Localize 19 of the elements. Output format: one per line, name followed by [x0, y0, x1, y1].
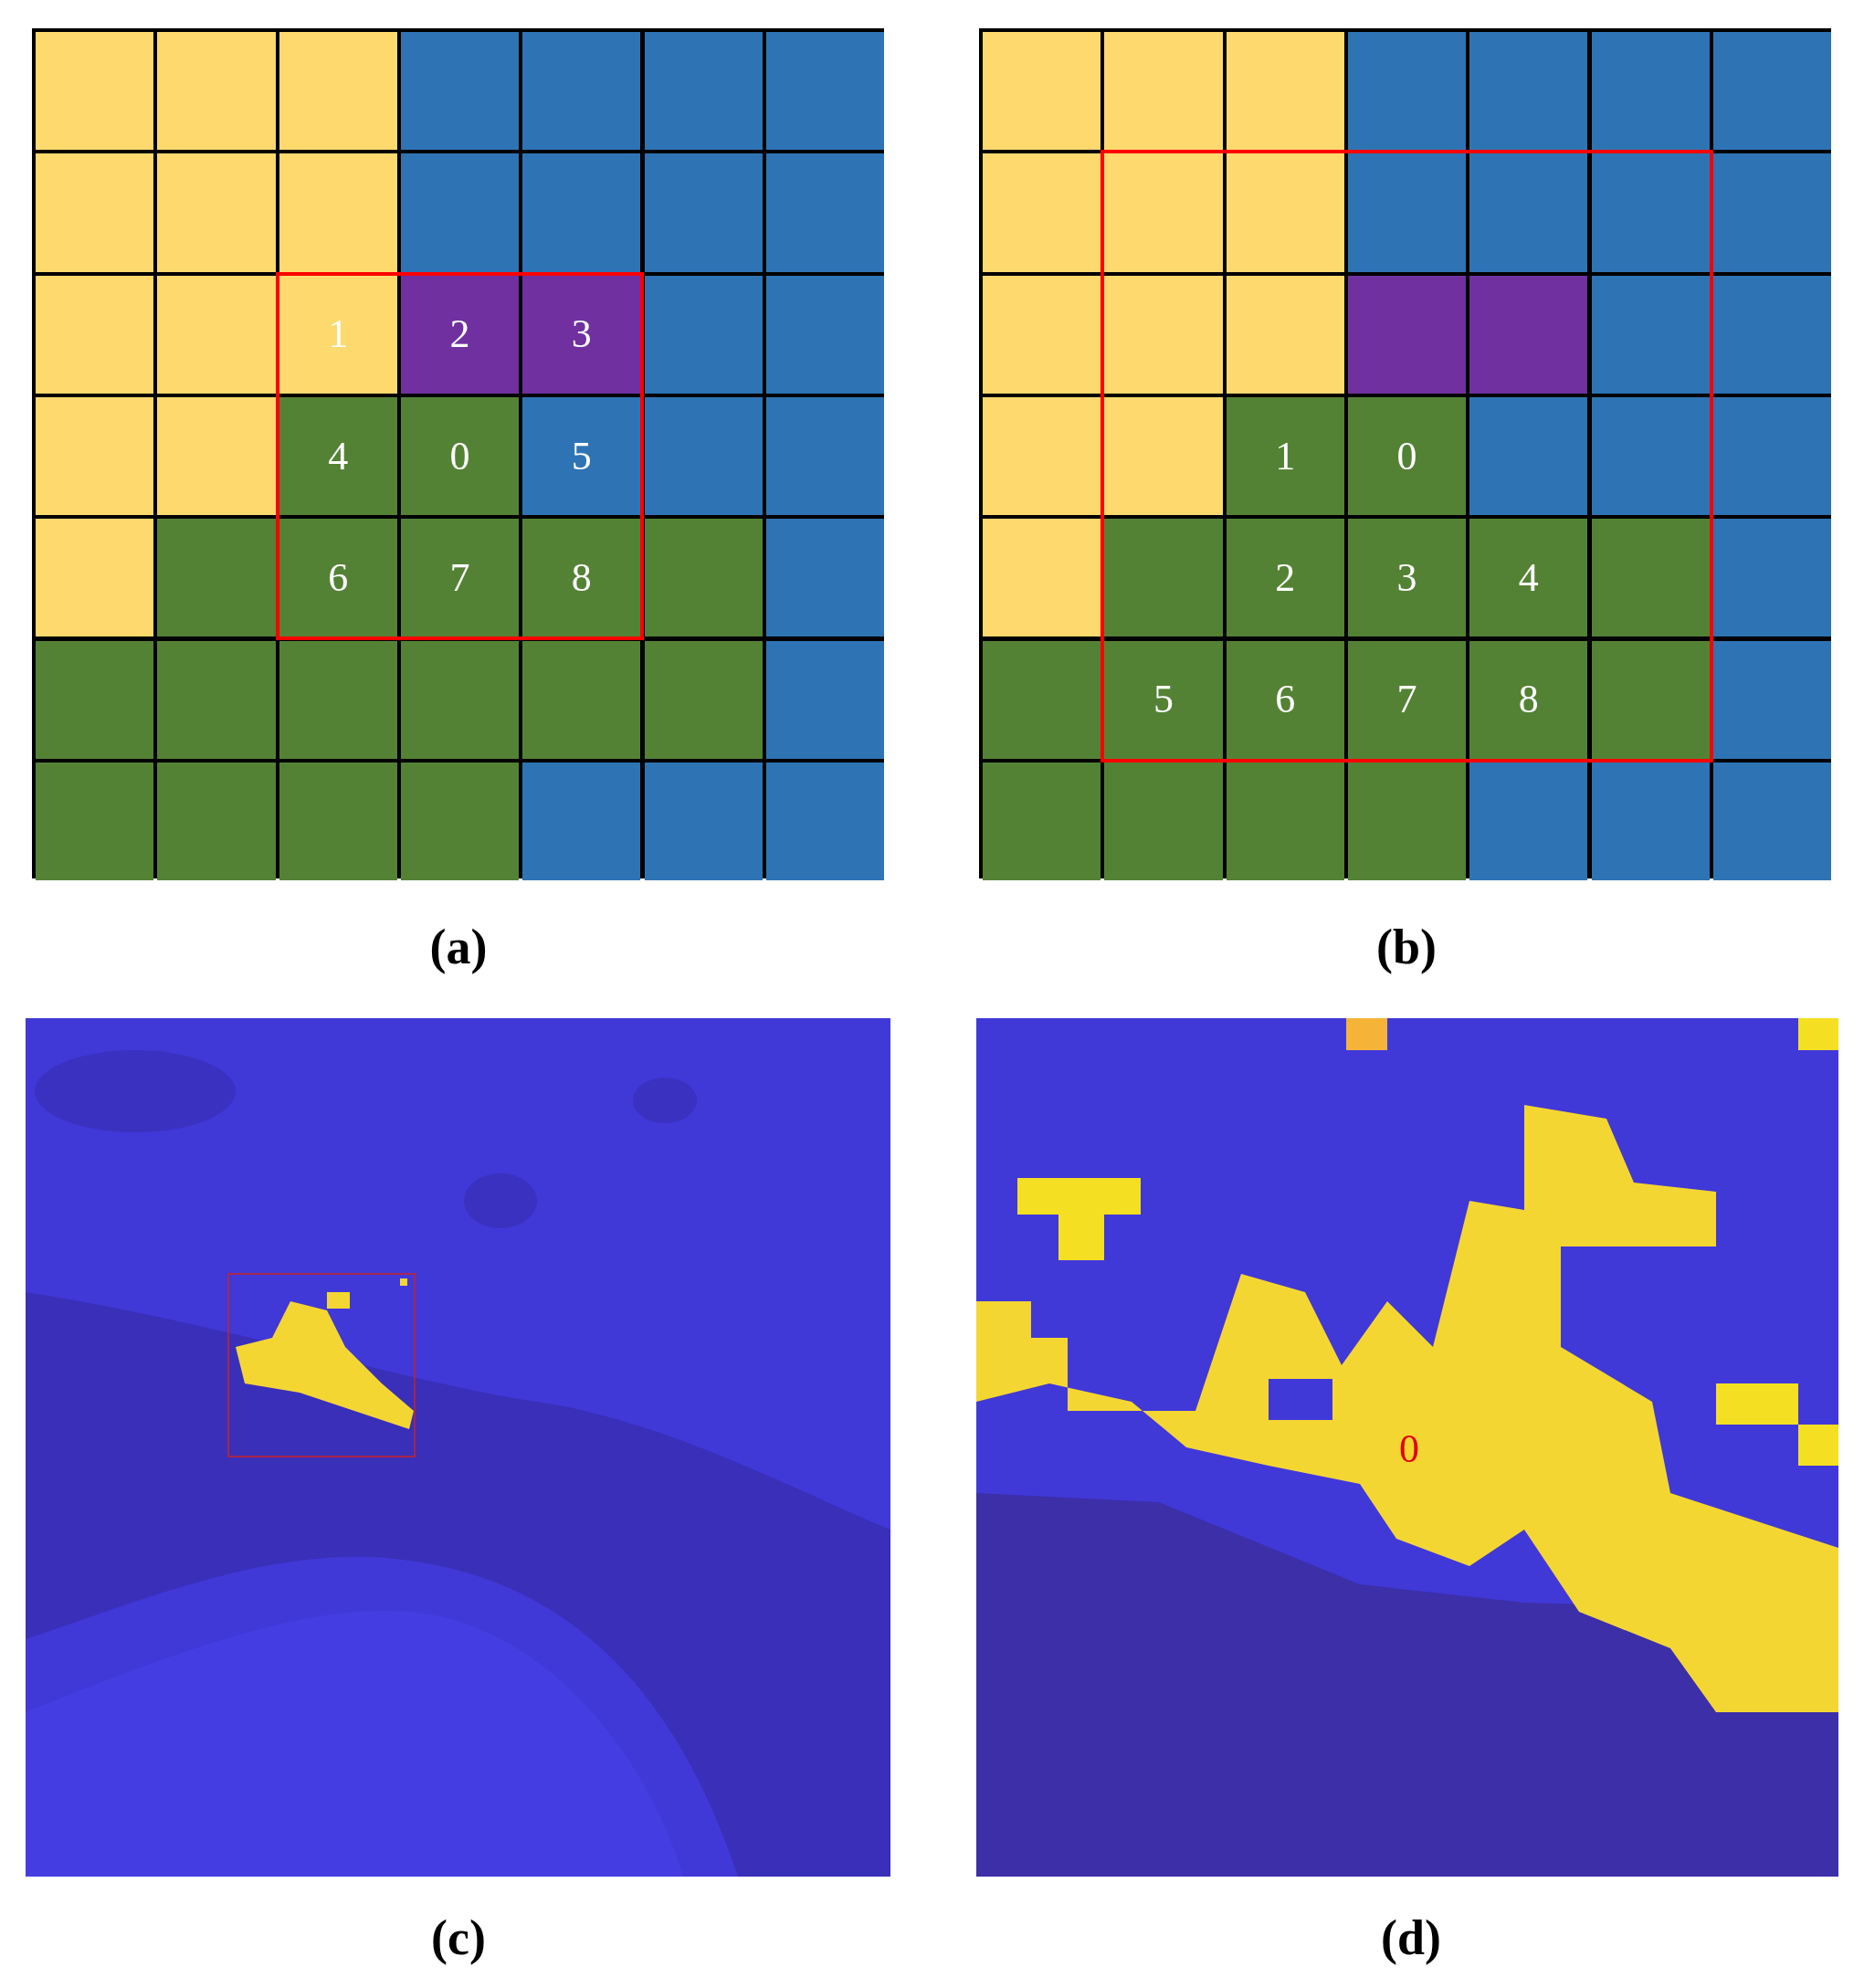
cell-number: 6: [328, 557, 349, 598]
cell-number: 5: [1153, 679, 1174, 721]
cell-number: 3: [1396, 557, 1417, 598]
cell-number: 0: [1396, 436, 1417, 477]
cell-number: 4: [328, 436, 349, 477]
cell-number: 5: [571, 436, 592, 477]
cell-number: 2: [1275, 557, 1296, 598]
cell-number: 1: [328, 314, 349, 355]
cell-number: 7: [449, 557, 470, 598]
cell-number: 6: [1275, 679, 1296, 721]
cell-number: 1: [1275, 436, 1296, 477]
cell-number: 8: [571, 557, 592, 598]
cell-number: 2: [449, 314, 470, 355]
pixel-index: 0: [1399, 1429, 1419, 1469]
cell-number: 7: [1396, 679, 1417, 721]
cell-number: 4: [1518, 557, 1539, 598]
cell-number: 0: [449, 436, 470, 477]
cell-number: 3: [571, 314, 592, 355]
cell-number: 8: [1518, 679, 1539, 721]
